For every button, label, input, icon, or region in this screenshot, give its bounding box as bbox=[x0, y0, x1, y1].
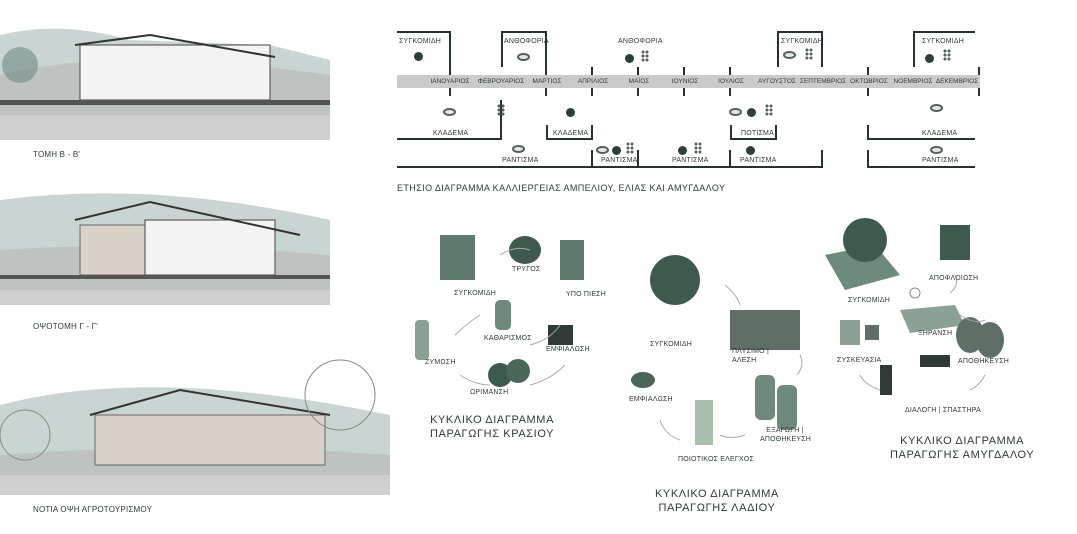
oil-process-illustrations bbox=[631, 255, 803, 445]
pruning-label: ΚΛΑΔΕΜΑ bbox=[433, 130, 469, 137]
almond-step: ΣΥΓΚΟΜΙΔΗ bbox=[848, 297, 891, 304]
olive-icon bbox=[414, 52, 423, 61]
title-line: ΚΥΚΛΙΚΟ ΔΙΑΓΡΑΜΜΑ bbox=[430, 414, 555, 426]
almond-step: ΑΠΟΦΛΟΙΩΣΗ bbox=[929, 275, 979, 282]
section-b-drawing bbox=[0, 28, 330, 140]
olive-icon bbox=[625, 54, 634, 63]
elevation-section-drawing bbox=[0, 193, 330, 305]
title-line: ΚΥΚΛΙΚΟ ΔΙΑΓΡΑΜΜΑ bbox=[655, 488, 779, 500]
oil-diagram-title: ΚΥΚΛΙΚΟ ΔΙΑΓΡΑΜΜΑ ΠΑΡΑΓΩΓΗΣ ΛΑΔΙΟΥ bbox=[655, 487, 779, 515]
grape-icon bbox=[943, 49, 951, 61]
title-line: ΠΑΡΑΓΩΓΗΣ ΑΜΥΓΔΑΛΟΥ bbox=[890, 449, 1035, 461]
wine-process-illustrations bbox=[415, 235, 584, 387]
flowering-label: ΑΝΘΟΦΟΡΙΑ bbox=[504, 38, 549, 45]
watering-label: ΠΟΤΙΣΜΑ bbox=[741, 130, 774, 137]
month-label: ΙΑΝΟΥΑΡΙΟΣ bbox=[430, 78, 470, 85]
oil-step: ΕΞΑΓΩΓΗ | ΑΠΟΘΗΚΕΥΣΗ bbox=[760, 427, 812, 443]
almond-icon bbox=[596, 146, 609, 154]
pruning-label: ΚΛΑΔΕΜΑ bbox=[553, 130, 589, 137]
almond-diagram-title: ΚΥΚΛΙΚΟ ΔΙΑΓΡΑΜΜΑ ΠΑΡΑΓΩΓΗΣ ΑΜΥΓΔΑΛΟΥ bbox=[890, 434, 1034, 462]
harvest-label: ΣΥΓΚΟΜΙΔΗ bbox=[781, 38, 824, 45]
month-label: ΝΟΕΜΒΡΙΟΣ bbox=[893, 78, 933, 85]
pruning-label: ΚΛΑΔΕΜΑ bbox=[922, 130, 958, 137]
harvest-label: ΣΥΓΚΟΜΙΔΗ bbox=[922, 38, 965, 45]
month-label: ΜΑΪΟΣ bbox=[628, 78, 650, 85]
almond-step: ΣΥΣΚΕΥΑΣΙΑ bbox=[837, 357, 882, 364]
almond-step: ΞΗΡΑΝΣΗ bbox=[918, 330, 953, 337]
olive-icon bbox=[566, 108, 575, 117]
wine-step: ΤΡΥΓΟΣ bbox=[512, 266, 541, 273]
spraying-label: ΡΑΝΤΙΣΜΑ bbox=[672, 157, 709, 164]
south-elevation-drawing bbox=[0, 359, 390, 495]
oil-step: ΠΟΙΟΤΙΚΟΣ ΕΛΕΓΧΟΣ bbox=[678, 456, 754, 463]
olive-icon bbox=[612, 146, 621, 155]
oil-step: ΕΜΦΙΑΛΩΣΗ bbox=[629, 396, 673, 403]
month-label: ΜΑΡΤΙΟΣ bbox=[532, 78, 562, 85]
flowering-label: ΑΝΘΟΦΟΡΙΑ bbox=[618, 38, 663, 45]
grape-icon bbox=[626, 142, 634, 154]
spraying-label: ΡΑΝΤΙΣΜΑ bbox=[601, 157, 638, 164]
month-label: ΦΕΒΡΟΥΑΡΙΟΣ bbox=[477, 78, 525, 85]
grape-icon bbox=[641, 50, 649, 62]
almond-icon bbox=[512, 145, 525, 153]
almond-icon bbox=[930, 146, 943, 154]
timeline-title: ΕΤΗΣΙΟ ΔΙΑΓΡΑΜΜΑ ΚΑΛΛΙΕΡΓΕΙΑΣ ΑΜΠΕΛΙΟΥ, … bbox=[397, 183, 726, 193]
month-label: ΑΥΓΟΥΣΤΟΣ bbox=[758, 78, 796, 85]
oil-step: ΠΛΥΣΙΜΟ | ΑΛΕΣΗ bbox=[732, 348, 769, 364]
almond-icon bbox=[517, 53, 530, 61]
section-label: ΤΟΜΗ Β - Β' bbox=[33, 150, 81, 159]
spraying-label: ΡΑΝΤΙΣΜΑ bbox=[502, 157, 539, 164]
title-line: ΚΥΚΛΙΚΟ ΔΙΑΓΡΑΜΜΑ bbox=[900, 435, 1025, 447]
month-bar bbox=[397, 75, 980, 88]
section-label: ΟΨΟΤΟΜΗ Γ - Γ' bbox=[33, 322, 99, 331]
almond-icon bbox=[783, 51, 796, 59]
wine-step: ΥΠΟ ΠΙΕΣΗ bbox=[566, 291, 606, 298]
wine-step: ΚΑΘΑΡΙΣΜΟΣ bbox=[484, 335, 532, 342]
spraying-label: ΡΑΝΤΙΣΜΑ bbox=[740, 157, 777, 164]
almond-icon bbox=[729, 108, 742, 116]
olive-icon bbox=[747, 108, 756, 117]
title-line: ΠΑΡΑΓΩΓΗΣ ΚΡΑΣΙΟΥ bbox=[430, 428, 555, 440]
wine-diagram-title: ΚΥΚΛΙΚΟ ΔΙΑΓΡΑΜΜΑ ΠΑΡΑΓΩΓΗΣ ΚΡΑΣΙΟΥ bbox=[430, 413, 554, 441]
wine-step: ΣΥΓΚΟΜΙΔΗ bbox=[454, 290, 497, 297]
grape-icon bbox=[497, 104, 505, 116]
section-label: ΝΟΤΙΑ ΟΨΗ ΑΓΡΟΤΟΥΡΙΣΜΟΥ bbox=[33, 505, 153, 514]
month-label: ΙΟΥΝΙΟΣ bbox=[671, 78, 699, 85]
oil-step: ΣΥΓΚΟΜΙΔΗ bbox=[650, 341, 693, 348]
almond-icon bbox=[930, 104, 943, 112]
grape-icon bbox=[765, 104, 773, 116]
olive-icon bbox=[746, 146, 755, 155]
olive-icon bbox=[678, 146, 687, 155]
almond-icon bbox=[443, 108, 456, 116]
grape-icon bbox=[694, 142, 702, 154]
wine-step: ΖΥΜΩΣΗ bbox=[425, 359, 456, 366]
harvest-label: ΣΥΓΚΟΜΙΔΗ bbox=[399, 38, 442, 45]
almond-process-illustrations bbox=[825, 218, 1004, 395]
spraying-label: ΡΑΝΤΙΣΜΑ bbox=[922, 157, 959, 164]
month-label: ΔΕΚΕΜΒΡΙΟΣ bbox=[935, 78, 979, 85]
wine-step: ΕΜΦΙΑΛΩΣΗ bbox=[546, 346, 590, 353]
grape-icon bbox=[805, 48, 813, 60]
month-label: ΣΕΠΤΕΜΒΡΙΟΣ bbox=[799, 78, 847, 85]
almond-step: ΔΙΑΛΟΓΗ | ΣΠΑΣΤΗΡΑ bbox=[905, 407, 982, 414]
title-line: ΠΑΡΑΓΩΓΗΣ ΛΑΔΙΟΥ bbox=[658, 502, 776, 514]
month-label: ΟΚΤΩΒΡΙΟΣ bbox=[850, 78, 888, 85]
olive-icon bbox=[925, 54, 934, 63]
almond-step: ΑΠΟΘΗΚΕΥΣΗ bbox=[958, 358, 1010, 365]
month-label: ΑΠΡΙΛΙΟΣ bbox=[577, 78, 609, 85]
wine-step: ΩΡΙΜΑΝΣΗ bbox=[470, 389, 509, 396]
month-label: ΙΟΥΛΙΟΣ bbox=[718, 78, 744, 85]
